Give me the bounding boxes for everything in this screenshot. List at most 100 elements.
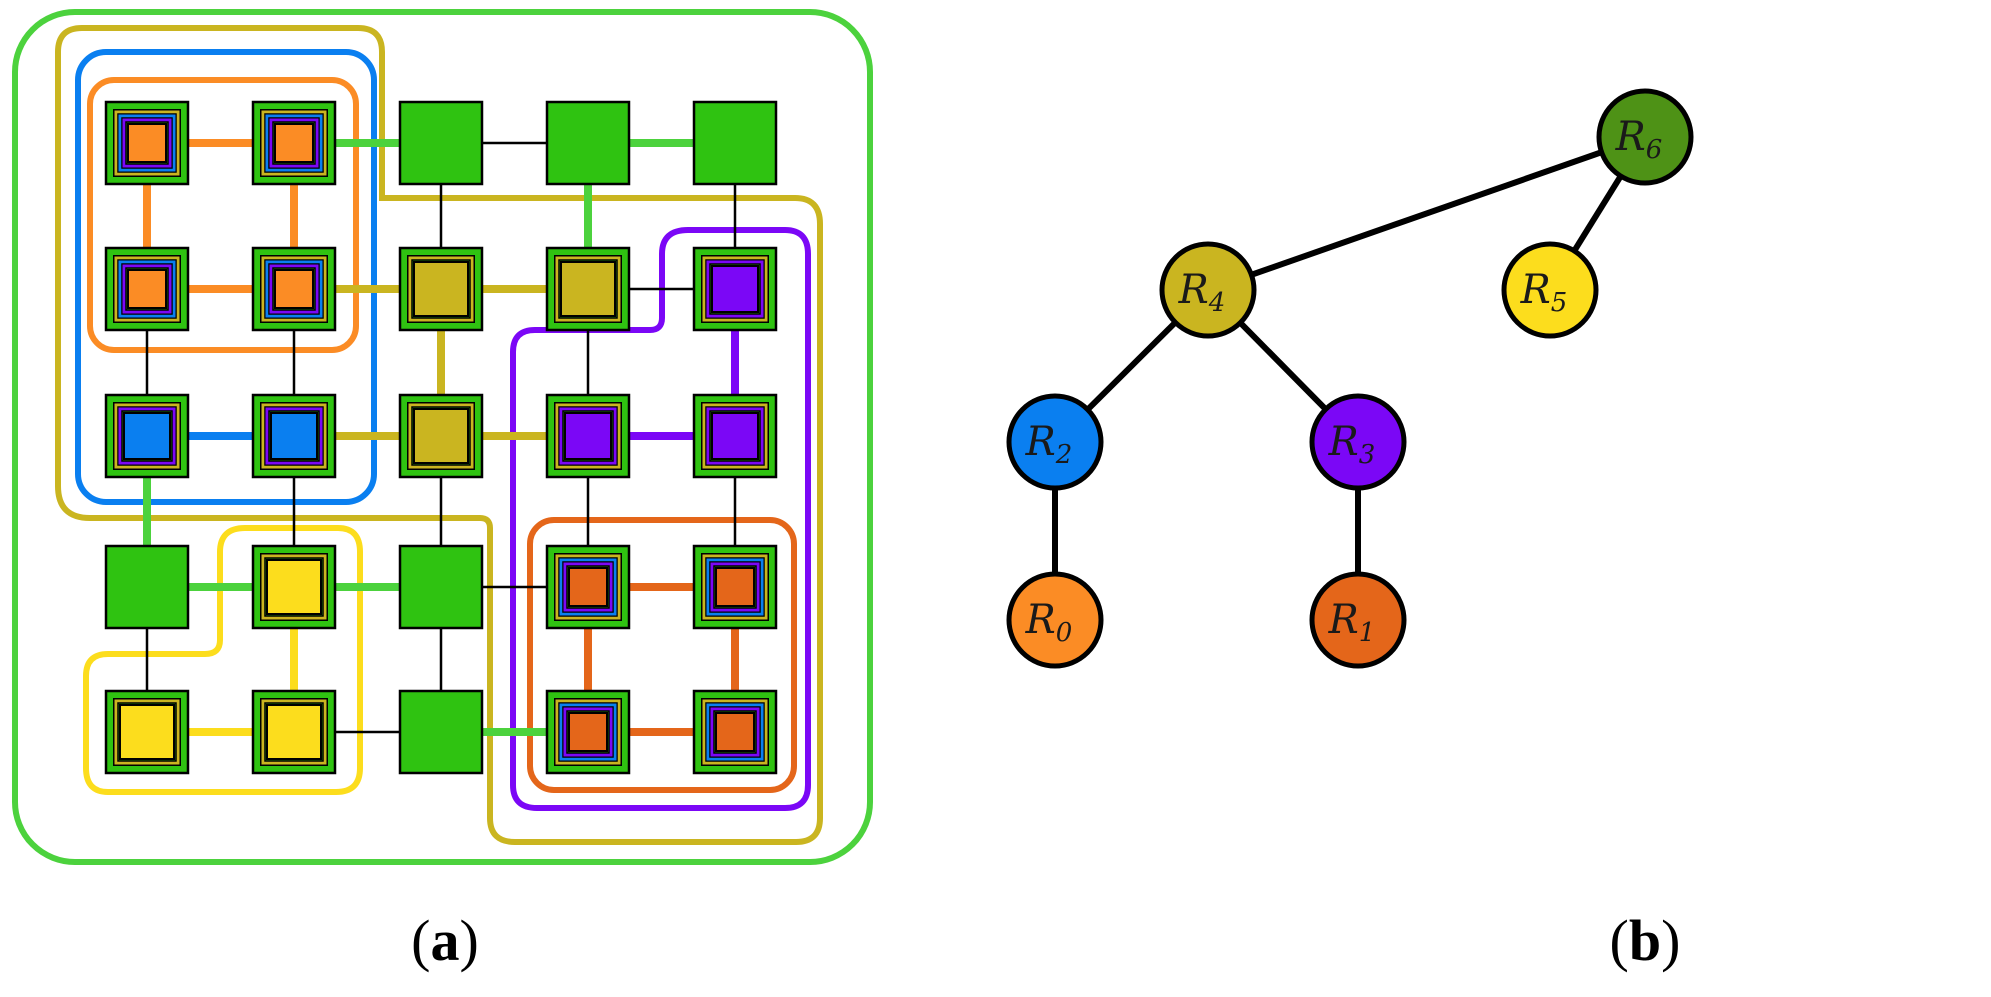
tree-node-letter: R — [1178, 267, 1209, 313]
region-olive-upper — [55, 25, 823, 845]
node-ring — [264, 702, 324, 762]
grid-node — [692, 544, 778, 630]
node-ring — [260, 553, 328, 621]
panel-label-a-letter: a — [431, 908, 460, 973]
node-ring — [559, 558, 617, 616]
node-core — [568, 567, 608, 607]
tree-node-label: R4 — [1178, 267, 1226, 318]
node-core — [413, 408, 469, 464]
node-ring — [118, 407, 176, 465]
node-core — [127, 123, 167, 163]
tree-node-letter: R — [1328, 419, 1359, 465]
tree-edges — [1052, 134, 1648, 620]
grid-node — [104, 544, 190, 630]
tree-node-label: R1 — [1328, 597, 1376, 648]
region-dark-orange — [527, 517, 797, 793]
node-square — [104, 544, 190, 630]
node-ring — [408, 256, 474, 322]
node-ring — [113, 255, 181, 323]
tree-node-subscript: 6 — [1646, 135, 1663, 165]
node-ring — [706, 260, 764, 318]
node-ring — [709, 706, 761, 758]
node-ring — [702, 403, 768, 469]
node-core — [127, 269, 167, 309]
node-ring — [121, 117, 173, 169]
node-ring — [407, 402, 475, 470]
tree-node-circle — [1006, 571, 1104, 669]
tree-edge — [1207, 134, 1646, 293]
node-core — [270, 412, 318, 460]
node-ring — [261, 554, 327, 620]
tree-node-label: R2 — [1025, 419, 1073, 470]
region-yellow — [83, 525, 363, 795]
node-ring — [705, 259, 765, 319]
node-ring — [555, 256, 621, 322]
node-ring — [555, 699, 621, 765]
node-ring — [114, 699, 180, 765]
tree-node-subscript: 4 — [1208, 288, 1226, 318]
node-ring — [122, 118, 172, 168]
node-ring — [701, 553, 769, 621]
node-core — [119, 704, 175, 760]
node-core — [715, 712, 755, 752]
node-core — [274, 269, 314, 309]
node-ring — [114, 256, 180, 322]
node-ring — [563, 562, 613, 612]
node-ring — [709, 561, 761, 613]
node-ring — [702, 554, 768, 620]
node-ring — [558, 406, 618, 466]
grid-node — [692, 689, 778, 775]
node-ring — [260, 109, 328, 177]
node-core — [564, 412, 612, 460]
tree-node-circle — [1309, 393, 1407, 491]
tree-node-circle — [1596, 88, 1694, 186]
grid-node — [398, 246, 484, 332]
node-ring — [710, 562, 760, 612]
node-ring — [408, 403, 474, 469]
node-ring — [269, 264, 319, 314]
panel-label-b-close: ) — [1661, 908, 1680, 973]
tree-node: R2 — [1006, 393, 1104, 491]
tree-node-label: R6 — [1615, 114, 1663, 165]
node-ring — [555, 554, 621, 620]
node-ring — [268, 117, 320, 169]
grid-node — [251, 393, 337, 479]
node-ring — [701, 255, 769, 323]
node-ring — [265, 260, 323, 318]
grid-node — [545, 544, 631, 630]
tree-node-subscript: 5 — [1551, 288, 1568, 318]
grid-node — [251, 100, 337, 186]
node-ring — [566, 565, 610, 609]
node-ring — [117, 702, 177, 762]
grid-node — [692, 100, 778, 186]
node-square — [398, 544, 484, 630]
tree-node-letter: R — [1025, 597, 1056, 643]
node-ring — [706, 407, 764, 465]
node-ring — [558, 557, 618, 617]
grid-node — [251, 544, 337, 630]
node-ring — [558, 259, 618, 319]
node-core — [568, 712, 608, 752]
node-ring — [261, 403, 327, 469]
node-ring — [114, 110, 180, 176]
node-ring — [566, 710, 610, 754]
node-ring — [121, 263, 173, 315]
node-ring — [264, 406, 324, 466]
tree-node: R4 — [1159, 241, 1257, 339]
grid-node — [692, 246, 778, 332]
tree-node-letter: R — [1520, 267, 1551, 313]
tree-node-circle — [1159, 241, 1257, 339]
node-ring — [118, 260, 176, 318]
node-ring — [554, 698, 622, 766]
tree-node: R6 — [1596, 88, 1694, 186]
tree-node-subscript: 1 — [1359, 618, 1376, 648]
node-ring — [411, 406, 471, 466]
tree-node-label: R3 — [1328, 419, 1376, 470]
node-ring — [701, 402, 769, 470]
node-ring — [555, 403, 621, 469]
node-ring — [558, 702, 618, 762]
node-ring — [710, 707, 760, 757]
node-ring — [269, 118, 319, 168]
node-core — [711, 412, 759, 460]
